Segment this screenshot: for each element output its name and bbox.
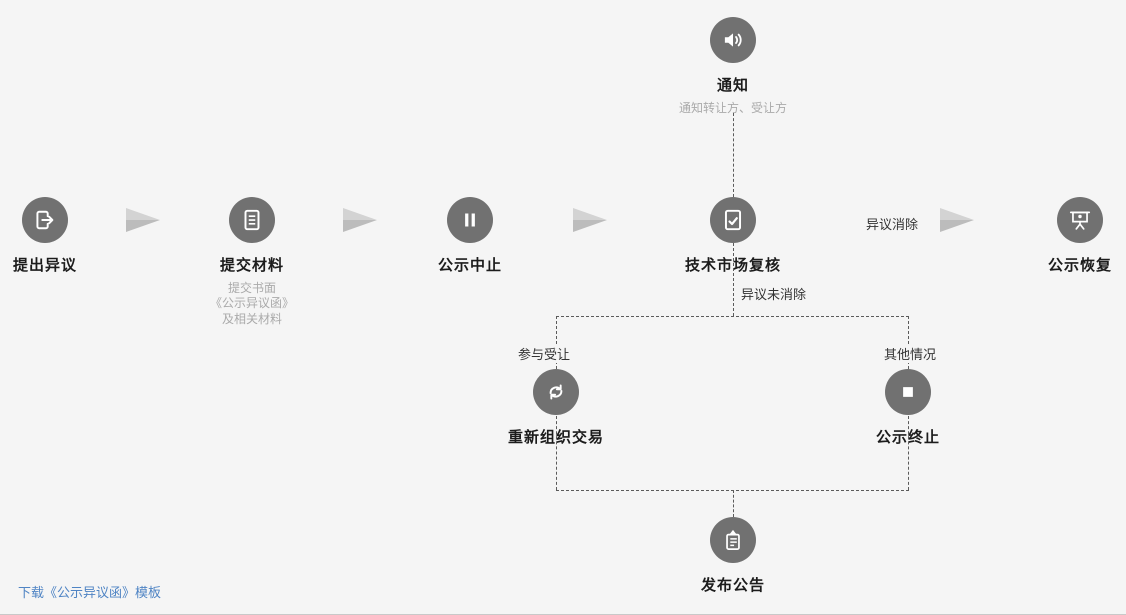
flow-arrow-icon <box>571 206 609 234</box>
node-review: 技术市场复核 <box>653 197 813 275</box>
announcement-icon <box>720 527 746 553</box>
node-label: 公示恢复 <box>1047 257 1112 274</box>
flow-arrow-icon <box>124 206 162 234</box>
dashed-connector-left-branch <box>556 316 557 369</box>
node-label: 通知 <box>716 77 749 94</box>
resume-circle <box>1057 197 1103 243</box>
pause-icon <box>457 207 483 233</box>
review-circle <box>710 197 756 243</box>
raise-objection-circle <box>22 197 68 243</box>
subtitle-line: 及相关材料 <box>221 311 282 326</box>
submit-materials-circle <box>229 197 275 243</box>
node-label: 提交材料 <box>219 257 284 274</box>
node-suspend: 公示中止 <box>390 197 550 275</box>
node-announce: 发布公告 <box>653 517 813 595</box>
node-subtitle: 通知转让方、受让方 <box>678 101 787 115</box>
subtitle-line: 提交书面 <box>227 281 276 295</box>
node-label: 公示终止 <box>875 429 940 446</box>
node-subtitle: 提交书面 《公示异议函》 及相关材料 <box>210 281 294 327</box>
edge-label-unresolved: 异议未消除 <box>741 287 807 302</box>
node-submit-materials: 提交材料 提交书面 《公示异议函》 及相关材料 <box>172 197 332 327</box>
document-export-icon <box>32 207 58 233</box>
condition-label-reorganize: 参与受让 <box>514 344 574 363</box>
node-label: 提出异议 <box>12 257 77 274</box>
node-notify: 通知 通知转让方、受让方 <box>653 17 813 116</box>
refresh-icon <box>543 379 569 405</box>
download-template-link[interactable]: 下载《公示异议函》模板 <box>18 585 162 600</box>
node-label: 发布公告 <box>700 577 765 594</box>
node-label: 公示中止 <box>437 257 502 274</box>
dashed-branch-top <box>556 316 909 317</box>
document-lines-icon <box>239 207 265 233</box>
subtitle-line: 《公示异议函》 <box>209 296 294 311</box>
dashed-connector-notify-review <box>733 113 734 197</box>
reorganize-circle <box>533 369 579 415</box>
node-label: 技术市场复核 <box>684 257 781 274</box>
notify-circle <box>710 17 756 63</box>
flow-arrow-icon <box>341 206 379 234</box>
dashed-branch-bottom <box>556 490 909 491</box>
speaker-icon <box>720 27 746 53</box>
dashed-connector-right-branch <box>908 316 909 369</box>
edge-label-resolved: 异议消除 <box>866 217 919 232</box>
node-raise-objection: 提出异议 <box>0 197 125 275</box>
node-resume: 公示恢复 <box>1000 197 1126 275</box>
node-terminate: 公示终止 <box>828 369 988 447</box>
stop-icon <box>895 379 921 405</box>
node-reorganize: 重新组织交易 <box>476 369 636 447</box>
presentation-board-icon <box>1067 207 1093 233</box>
dashed-connector-reorganize-down <box>556 416 557 490</box>
flow-arrow-icon <box>938 206 976 234</box>
document-check-icon <box>720 207 746 233</box>
dashed-connector-announce <box>733 490 734 517</box>
suspend-circle <box>447 197 493 243</box>
dashed-connector-review-down <box>733 243 734 316</box>
terminate-circle <box>885 369 931 415</box>
condition-label-terminate: 其他情况 <box>880 344 940 363</box>
node-label: 重新组织交易 <box>507 429 604 446</box>
dashed-connector-terminate-down <box>908 416 909 490</box>
announce-circle <box>710 517 756 563</box>
